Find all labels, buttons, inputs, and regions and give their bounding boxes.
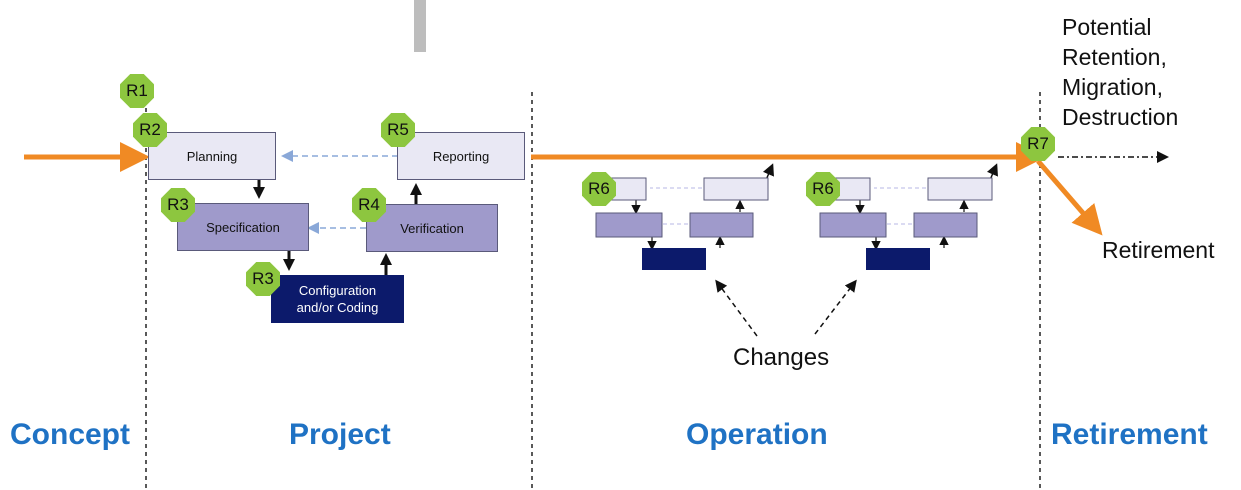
badge-r1-label: R1 <box>126 81 148 100</box>
verification-label: Verification <box>400 220 464 236</box>
verification-box: Verification <box>366 204 498 252</box>
potential-line-1: Potential <box>1062 14 1152 40</box>
badge-r2-label: R2 <box>139 120 161 139</box>
potential-line-2: Retention, <box>1062 44 1167 70</box>
badge-r6-label: R6 <box>588 179 610 198</box>
badge-r1: R1 <box>120 74 154 108</box>
top-gray-bar <box>414 0 426 52</box>
change2-box-specification <box>819 212 887 238</box>
change1-box-reporting <box>703 177 769 201</box>
phase-concept: Concept <box>10 418 130 451</box>
change2-box-coding <box>866 248 930 270</box>
phase-operation: Operation <box>686 418 828 451</box>
potential-outcomes-text: Potential Retention, Migration, Destruct… <box>1062 12 1178 132</box>
retirement-branch-label: Retirement <box>1102 237 1215 263</box>
badge-r5: R5 <box>381 113 415 147</box>
badge-r6b-label: R6 <box>812 179 834 198</box>
configuration-label-line2: and/or Coding <box>296 300 379 315</box>
specification-box: Specification <box>177 203 309 251</box>
configuration-label-line1: Configuration <box>298 283 377 298</box>
changes-label: Changes <box>733 344 830 371</box>
reporting-box: Reporting <box>397 132 525 180</box>
badge-r7: R7 <box>1021 127 1055 161</box>
badge-r4-label: R4 <box>358 195 380 214</box>
potential-line-3: Migration, <box>1062 74 1163 100</box>
timeline-retirement-branch <box>1036 159 1103 236</box>
planning-box: Planning <box>148 132 276 180</box>
badge-r5-label: R5 <box>387 120 409 139</box>
phase-retirement: Retirement <box>1051 418 1208 451</box>
badge-r6-second: R6 <box>806 172 840 206</box>
reporting-label: Reporting <box>432 148 490 164</box>
badge-r3-label: R3 <box>167 195 189 214</box>
badge-r7-label: R7 <box>1027 134 1049 153</box>
change1-box-coding <box>642 248 706 270</box>
badge-r4: R4 <box>352 188 386 222</box>
configuration-coding-box: Configuration and/or Coding <box>271 275 404 323</box>
change2-box-reporting <box>927 177 993 201</box>
planning-label: Planning <box>186 148 238 164</box>
phase-project: Project <box>289 418 391 451</box>
badge-r2: R2 <box>133 113 167 147</box>
potential-line-4: Destruction <box>1062 104 1179 130</box>
change1-box-verification <box>689 212 754 238</box>
change2-box-verification <box>913 212 978 238</box>
change1-box-specification <box>595 212 663 238</box>
badge-r3-specification: R3 <box>161 188 195 222</box>
changes-pointer-right <box>814 279 857 335</box>
badge-r6-first: R6 <box>582 172 616 206</box>
badge-r3b-label: R3 <box>252 269 274 288</box>
badge-r3-configuration: R3 <box>246 262 280 296</box>
specification-label: Specification <box>206 219 280 235</box>
changes-pointer-left <box>715 279 758 337</box>
